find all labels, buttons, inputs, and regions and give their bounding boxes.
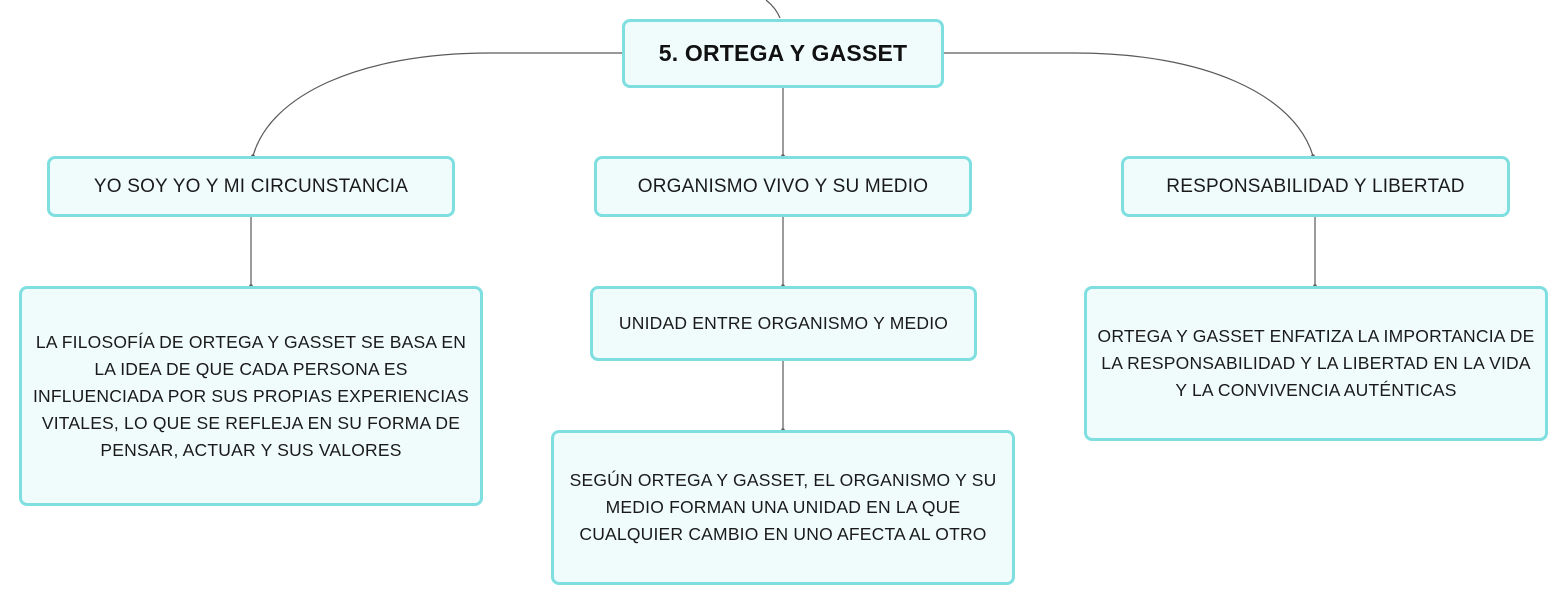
detail-node-text: ORTEGA Y GASSET ENFATIZA LA IMPORTANCIA … bbox=[1097, 326, 1535, 400]
branch-node-center[interactable]: ORGANISMO VIVO Y SU MEDIO bbox=[594, 156, 972, 217]
detail-node-right[interactable]: ORTEGA Y GASSET ENFATIZA LA IMPORTANCIA … bbox=[1084, 286, 1548, 441]
detail-node-center[interactable]: SEGÚN ORTEGA Y GASSET, EL ORGANISMO Y SU… bbox=[551, 430, 1015, 585]
root-node-label: 5. ORTEGA Y GASSET bbox=[658, 40, 908, 66]
sub-node-label: UNIDAD ENTRE ORGANISMO Y MEDIO bbox=[618, 313, 949, 333]
branch-node-right[interactable]: RESPONSABILIDAD Y LIBERTAD bbox=[1121, 156, 1510, 217]
branch-node-label: RESPONSABILIDAD Y LIBERTAD bbox=[1166, 175, 1465, 197]
branch-node-left[interactable]: YO SOY YO Y MI CIRCUNSTANCIA bbox=[47, 156, 455, 217]
branch-node-label: ORGANISMO VIVO Y SU MEDIO bbox=[637, 175, 929, 197]
branch-node-label: YO SOY YO Y MI CIRCUNSTANCIA bbox=[93, 175, 409, 197]
root-node[interactable]: 5. ORTEGA Y GASSET bbox=[622, 19, 944, 88]
detail-node-text: LA FILOSOFÍA DE ORTEGA Y GASSET SE BASA … bbox=[32, 331, 470, 460]
detail-node-text: SEGÚN ORTEGA Y GASSET, EL ORGANISMO Y SU… bbox=[569, 470, 997, 544]
connector-root-right bbox=[944, 52, 1314, 157]
sub-node-center[interactable]: UNIDAD ENTRE ORGANISMO Y MEDIO bbox=[590, 286, 977, 361]
connector-root-left bbox=[252, 52, 622, 157]
connector-parent-root bbox=[765, 0, 781, 19]
detail-node-left[interactable]: LA FILOSOFÍA DE ORTEGA Y GASSET SE BASA … bbox=[19, 286, 483, 506]
